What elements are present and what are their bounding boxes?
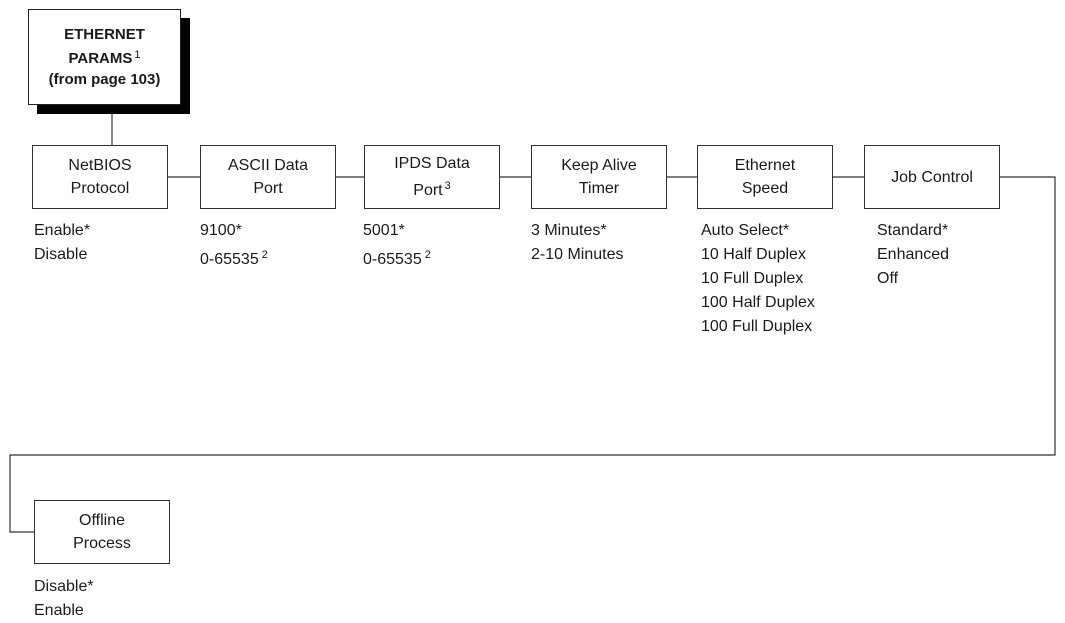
menu-title-text: Timer xyxy=(578,180,620,197)
root-line-2-text: PARAMS xyxy=(68,50,133,67)
menu-title-text: Port xyxy=(253,180,283,197)
menu-option: 100 Half Duplex xyxy=(701,291,815,315)
menu-option-text: 0-65535 xyxy=(363,251,422,268)
menu-option-text: Enable* xyxy=(34,222,91,239)
menu-title-line: ASCII Data xyxy=(228,154,308,177)
menu-option-text: 100 Half Duplex xyxy=(701,294,815,311)
menu-option-text: 9100* xyxy=(200,222,242,239)
menu-option: Enable* xyxy=(34,219,90,243)
menu-title-text: Speed xyxy=(741,180,789,197)
menu-option-text: Enhanced xyxy=(877,246,950,263)
menu-option-text: 3 Minutes* xyxy=(531,222,607,239)
menu-title-line: Offline xyxy=(79,509,125,532)
menu-option: Disable* xyxy=(34,575,94,599)
menu-title-text: Offline xyxy=(79,512,125,529)
menu-title-line: Ethernet xyxy=(735,154,795,177)
menu-option-text: Disable xyxy=(34,246,88,263)
menu-option: 10 Half Duplex xyxy=(701,243,815,267)
menu-option-text: Disable* xyxy=(34,578,94,595)
menu-title-text: Protocol xyxy=(70,180,130,197)
menu-title-text: IPDS Data xyxy=(394,155,470,172)
menu-options-0: Enable* Disable xyxy=(34,219,90,267)
wrap-connector xyxy=(9,176,1056,533)
menu-option-text: 5001* xyxy=(363,222,405,239)
menu-title-line: Timer xyxy=(579,177,619,200)
menu-title-line: NetBIOS xyxy=(68,154,131,177)
menu-title-text: Port xyxy=(413,182,443,199)
title-footnote: 3 xyxy=(444,180,451,192)
menu-option-text: 10 Full Duplex xyxy=(701,270,804,287)
menu-option-text: 100 Full Duplex xyxy=(701,318,813,335)
menu-option: Enable xyxy=(34,599,94,623)
menu-title-text: Ethernet xyxy=(734,157,796,174)
menu-option-text: 10 Half Duplex xyxy=(701,246,806,263)
menu-title-line: IPDS Data xyxy=(394,152,470,175)
menu-title-line: Keep Alive xyxy=(561,154,637,177)
menu-option-text: 0-65535 xyxy=(200,251,259,268)
menu-title-text: NetBIOS xyxy=(68,157,132,174)
menu-option: Standard* xyxy=(877,219,949,243)
menu-title-line: Job Control xyxy=(891,166,973,189)
menu-option-text: Off xyxy=(877,270,899,287)
root-line-1: ETHERNET xyxy=(64,26,145,43)
menu-option: Auto Select* xyxy=(701,219,815,243)
menu-option: 10 Full Duplex xyxy=(701,267,815,291)
menu-title-line: Protocol xyxy=(71,177,130,200)
menu-title-line: Port xyxy=(253,177,282,200)
menu-title-text: Job Control xyxy=(891,168,973,186)
menu-box-0: NetBIOS Protocol xyxy=(32,145,168,209)
menu-option: Off xyxy=(877,267,949,291)
menu-option: 2-10 Minutes xyxy=(531,243,624,267)
menu-title-line: Process xyxy=(73,532,131,555)
menu-option-text: Auto Select* xyxy=(701,222,790,239)
menu-option-text: Enable xyxy=(34,602,84,619)
menu-title-text: Process xyxy=(73,535,131,552)
root-footnote: 1 xyxy=(134,49,141,61)
menu-option-text: 2-10 Minutes xyxy=(531,246,624,263)
menu-option: 3 Minutes* xyxy=(531,219,624,243)
menu-option: 9100* xyxy=(200,219,268,243)
menu-option-text: Standard* xyxy=(877,222,949,239)
menu-option: 100 Full Duplex xyxy=(701,315,815,339)
menu-option: Disable xyxy=(34,243,90,267)
menu-options-4: Auto Select* 10 Half Duplex 10 Full Duplex… xyxy=(701,219,815,339)
menu-title-line: Speed xyxy=(742,177,788,200)
menu-title-text: Keep Alive xyxy=(561,157,637,174)
menu-title-text: ASCII Data xyxy=(227,157,309,174)
menu-option: 5001* xyxy=(363,219,431,243)
option-footnote: 2 xyxy=(261,249,268,261)
option-footnote: 2 xyxy=(424,249,431,261)
root-line-3: (from page 103) xyxy=(48,71,161,88)
menu-option: Enhanced xyxy=(877,243,949,267)
menu-options-6: Disable* Enable xyxy=(34,575,94,623)
menu-options-3: 3 Minutes* 2-10 Minutes xyxy=(531,219,624,267)
menu-box-5: Job Control xyxy=(864,145,1000,209)
